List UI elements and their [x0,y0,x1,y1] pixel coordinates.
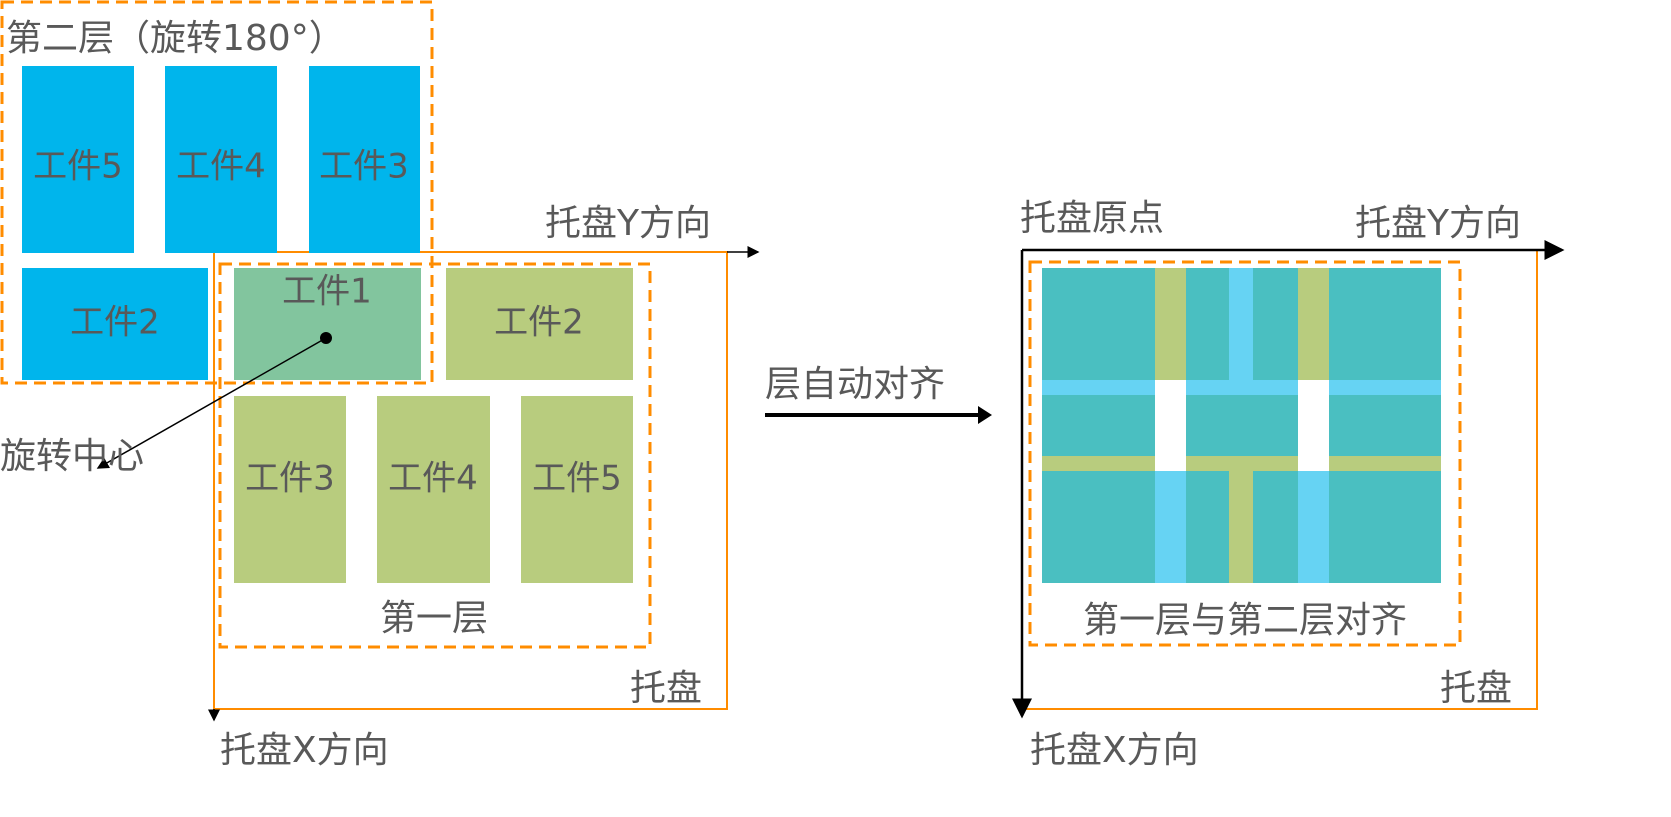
pallet-label: 托盘 [630,668,702,709]
pallet-label-right: 托盘 [1440,668,1512,709]
layer2-outline [0,0,434,385]
overlap-region [1329,268,1441,380]
right-pallet: 托盘原点 托盘Y方向 托盘 托盘X方向 [1012,198,1565,771]
layer1-part-1-label: 工件1 [282,272,372,312]
overlap-region [1186,395,1298,456]
aligned-layers: 第一层与第二层对齐 [1028,260,1462,647]
layer1-part-2 [446,268,633,380]
pallet-x-label-right: 托盘X方向 [1030,730,1199,771]
layer1-part-2-label: 工件2 [494,303,584,343]
left-pallet: 托盘Y方向 托盘 托盘X方向 [208,203,760,771]
overlap-region [1042,395,1155,456]
overlap-region [1186,268,1229,380]
layer2-part-2-label: 工件2 [70,303,160,343]
auto-align-arrow-head [978,406,992,424]
pallet-origin-label: 托盘原点 [1020,198,1164,239]
layer2-part-3-label: 工件3 [319,147,409,187]
layer1-part-4 [377,396,490,583]
overlap-region [1253,471,1298,583]
pallet-y-label: 托盘Y方向 [545,203,711,244]
layer2-part-4 [165,66,277,253]
layer2-part-5-label: 工件5 [33,147,123,187]
layer2-title: 第二层（旋转180°） [6,18,345,59]
layer1-part-3 [234,396,346,583]
overlap-region [1329,395,1441,456]
layer2: 工件5 工件4 工件3 工件2 第二层（旋转180°） [0,0,434,385]
rotation-center-pointer [96,337,327,469]
layer1-title: 第一层 [380,598,488,639]
layer1-part-3-label: 工件3 [245,459,335,499]
aligned-caption: 第一层与第二层对齐 [1083,600,1407,641]
layer1-part-5 [521,396,633,583]
overlap-region [1042,268,1155,380]
pallet-x-label: 托盘X方向 [220,730,389,771]
rotation-center-label: 旋转中心 [0,436,144,477]
overlap-region [1253,268,1298,380]
layer1-part-1 [234,268,421,380]
pallet-outline-right [1022,250,1538,710]
layer1-part-5-label: 工件5 [532,459,622,499]
layer1-outline [218,262,652,649]
aligned-outline [1028,260,1462,647]
auto-align-label: 层自动对齐 [765,364,945,405]
pallet-y-label-right: 托盘Y方向 [1355,203,1521,244]
overlap-region [1186,471,1229,583]
layer1-part-4-label: 工件4 [388,459,478,499]
layer1: 工件1 工件2 工件3 工件4 工件5 第一层 [218,262,652,649]
layer2-part-4-label: 工件4 [176,147,266,187]
layer2-part-2 [22,268,208,380]
overlap-region [1042,471,1155,583]
overlap-region [1329,471,1441,583]
layer2-part-3 [309,66,420,253]
layer2-part-5 [22,66,134,253]
